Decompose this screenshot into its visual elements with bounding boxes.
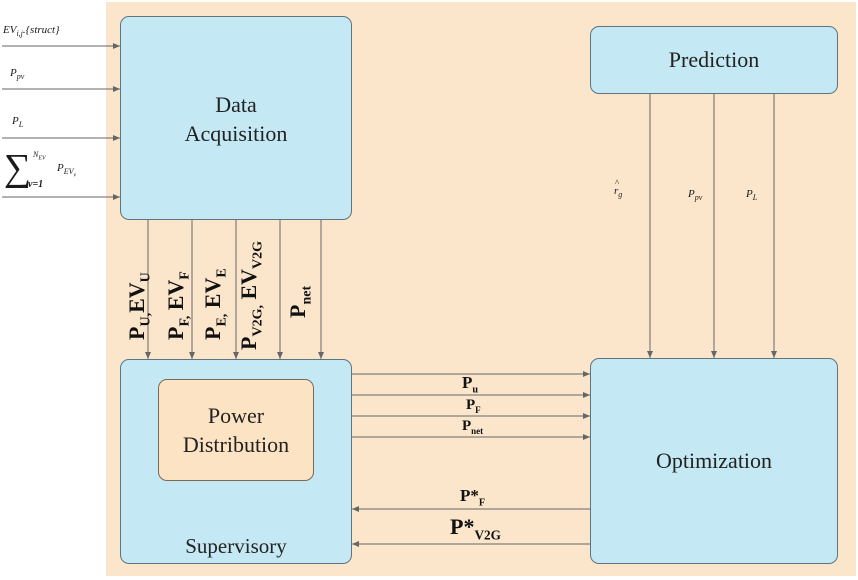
prediction-output-pl: PL	[746, 188, 758, 203]
prediction-label: Prediction	[668, 47, 760, 72]
signal-pe-eve: PE, EVE	[200, 268, 230, 340]
input-label-ev: EVi,j.{struct}	[3, 24, 60, 39]
signal-pf-evf: PF, EVF	[163, 271, 193, 340]
supervisory-label: Supervisory	[185, 534, 287, 558]
input-label-ppv: Ppv	[10, 67, 25, 82]
data-acquisition-block	[120, 16, 352, 220]
feedback-signal-pv2g: P*V2G	[450, 514, 501, 543]
input-label-pl: PL	[12, 115, 24, 130]
optimization-label: Optimization	[655, 448, 773, 473]
sum-symbol: ∑	[4, 147, 32, 189]
power-distribution-label: Power Distribution	[182, 403, 290, 457]
forward-signal-pnet: Pnet	[462, 418, 484, 436]
prediction-output-rg: ^rg	[614, 178, 623, 200]
input-label-sum: ∑ NEV v=1 PEVv	[4, 147, 77, 190]
signal-pu-evu: PU,EVU	[124, 272, 154, 340]
optimization-block	[590, 358, 838, 564]
signal-pnet: Pnet	[285, 285, 315, 318]
data-acquisition-label: Data Acquisition	[184, 92, 288, 146]
signal-pv2g-evv2g: PV2G, EVV2G	[236, 240, 266, 350]
feedback-signal-pf: P*F	[460, 486, 486, 509]
power-distribution-block	[158, 379, 314, 481]
forward-signal-pu: Pu	[462, 373, 479, 396]
prediction-block	[590, 26, 838, 94]
prediction-output-ppv: Ppv	[688, 188, 703, 203]
forward-signal-pf: PF	[466, 397, 481, 415]
